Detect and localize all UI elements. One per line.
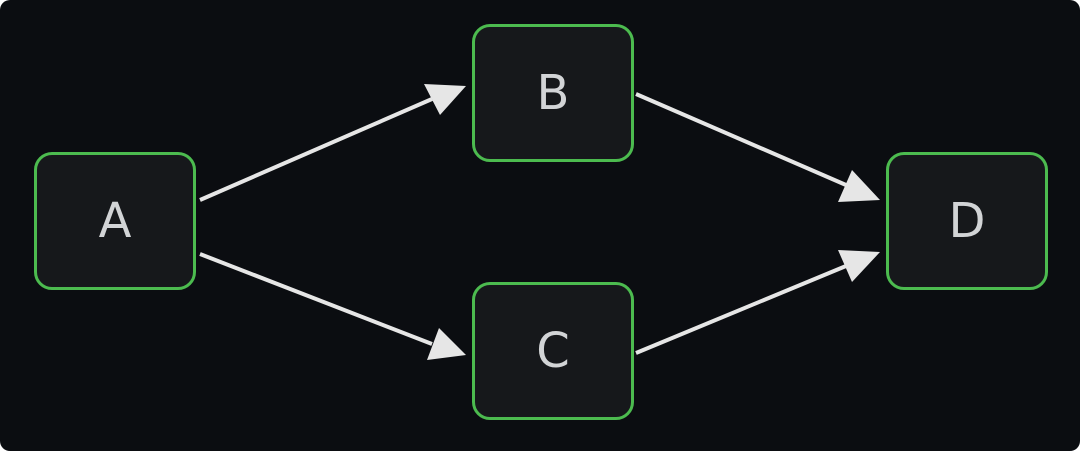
node-a-label: A [98,193,132,249]
node-a: A [34,152,196,290]
node-d: D [886,152,1048,290]
edge-a-b [199,84,466,202]
edge-c-d [635,250,880,355]
edge-a-c [199,252,466,360]
node-c-label: C [536,323,570,379]
node-c: C [472,282,634,420]
node-d-label: D [948,193,986,249]
node-b-label: B [536,65,570,121]
node-b: B [472,24,634,162]
edge-b-d [635,92,880,202]
